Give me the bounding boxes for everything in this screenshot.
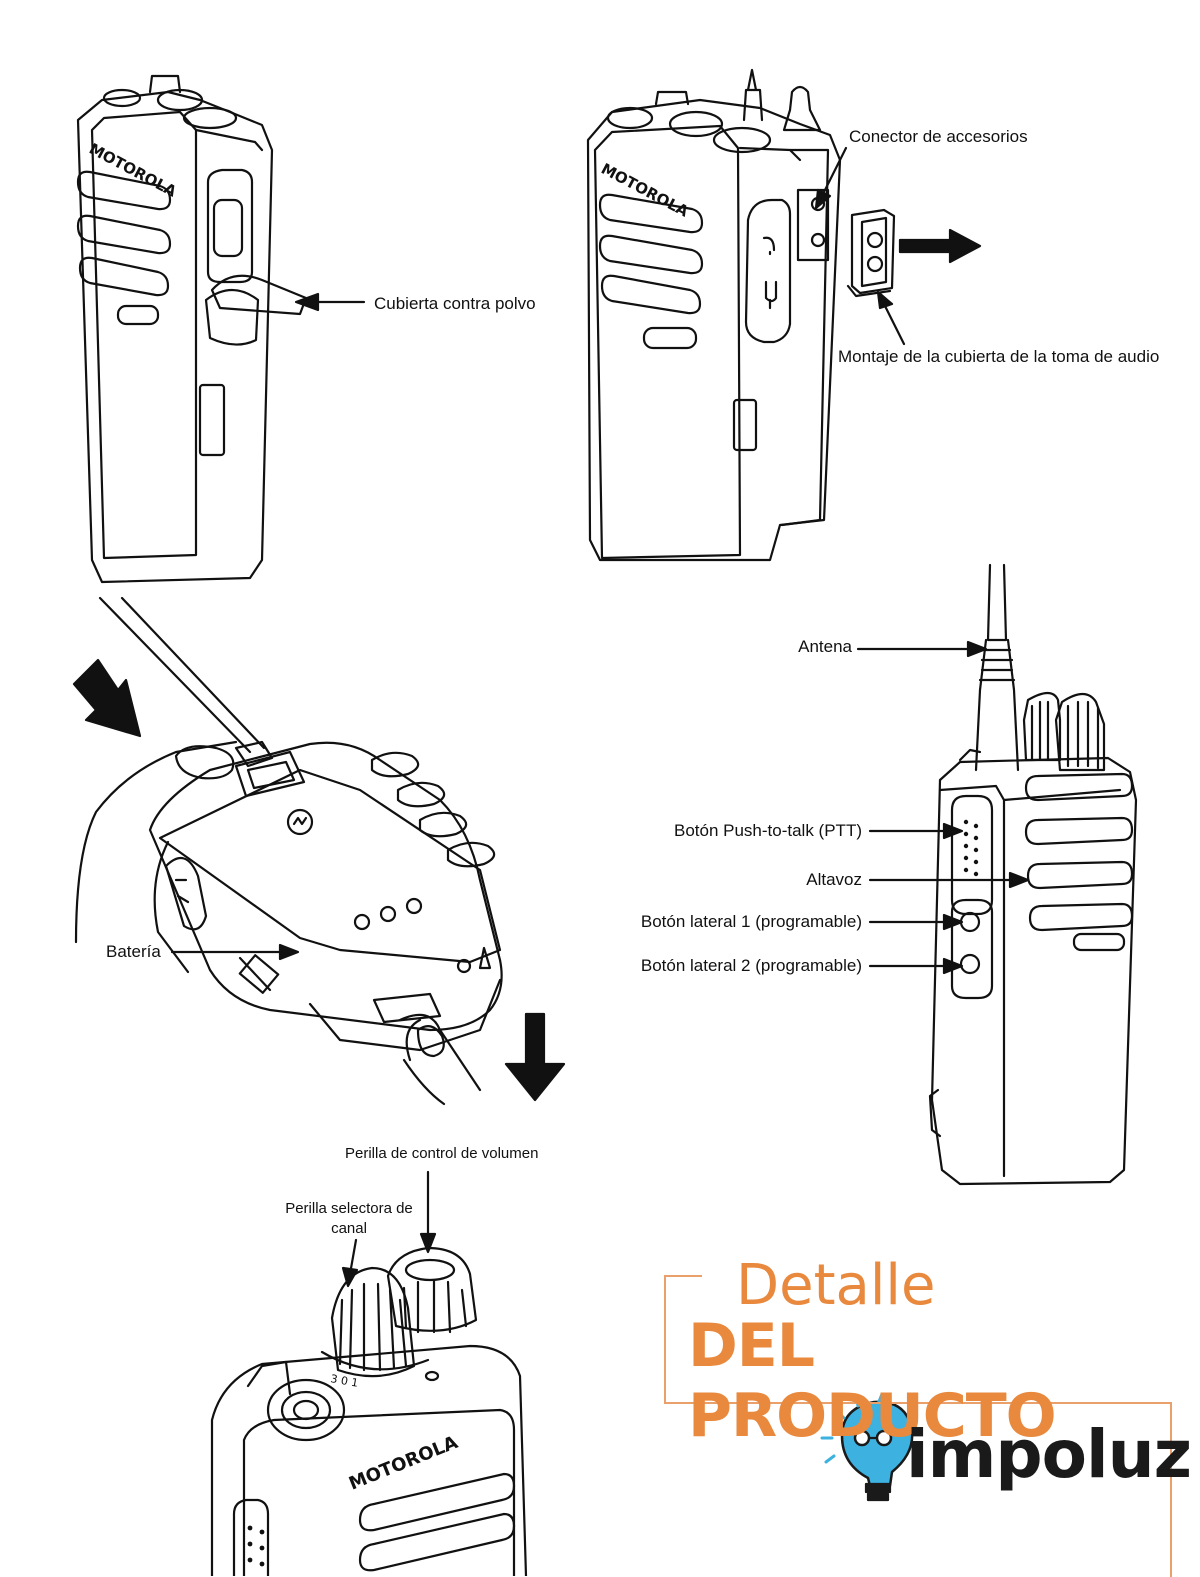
brand-text-2: MOTOROLA: [598, 160, 692, 221]
impoluz-logo-text: impoluz: [906, 1416, 1192, 1493]
radio-front-pointers: [856, 640, 1030, 975]
battery-arrows: [72, 658, 566, 1102]
brand-title-top: Detalle: [736, 1253, 936, 1318]
radio-dust-cover-figure: MOTOROLA: [76, 74, 308, 584]
direction-arrow-right: [898, 228, 982, 264]
dust-cover-arrow: [294, 292, 366, 312]
accessory-cover-piece: [846, 208, 896, 298]
brand-frame: Detalle DEL PRODUCTO: [664, 1253, 1172, 1577]
brand-text-3: MOTOROLA: [346, 1432, 461, 1495]
label-accessory-connector: Conector de accesorios: [849, 127, 1028, 146]
label-side-button-2: Botón lateral 2 (programable): [640, 956, 862, 975]
label-volume-knob: Perilla de control de volumen: [345, 1145, 539, 1162]
brand-frame-line: [664, 1275, 666, 1403]
label-battery: Batería: [106, 942, 161, 961]
brand-frame-line: [664, 1402, 1172, 1404]
battery-removal-figure: [74, 596, 503, 1106]
brand-title-bottom: DEL PRODUCTO: [688, 1311, 1057, 1451]
knob-pointers: [341, 1170, 437, 1288]
channel-numbers: 3 0 1: [329, 1372, 359, 1390]
battery-pointer: [170, 943, 300, 961]
label-side-button-1: Botón lateral 1 (programable): [640, 912, 862, 931]
label-dust-cover: Cubierta contra polvo: [374, 294, 536, 313]
brand-frame-line: [1170, 1402, 1172, 1577]
label-ptt-button: Botón Push-to-talk (PTT): [673, 821, 862, 840]
accessory-pointers: [814, 146, 906, 346]
brand-frame-line: [664, 1275, 702, 1277]
radio-top-knobs-figure: MOTOROLA 3 0 1: [210, 1246, 528, 1576]
label-antenna: Antena: [798, 637, 852, 656]
radio-front-figure: [928, 563, 1138, 1186]
label-audio-jack-cover: Montaje de la cubierta de la toma de aud…: [838, 347, 1160, 366]
brand-text-1: MOTOROLA: [86, 140, 180, 201]
label-speaker: Altavoz: [806, 870, 862, 889]
label-channel-knob: Perilla selectora de canal: [285, 1200, 413, 1237]
radio-accessory-figure: MOTOROLA: [586, 68, 842, 562]
